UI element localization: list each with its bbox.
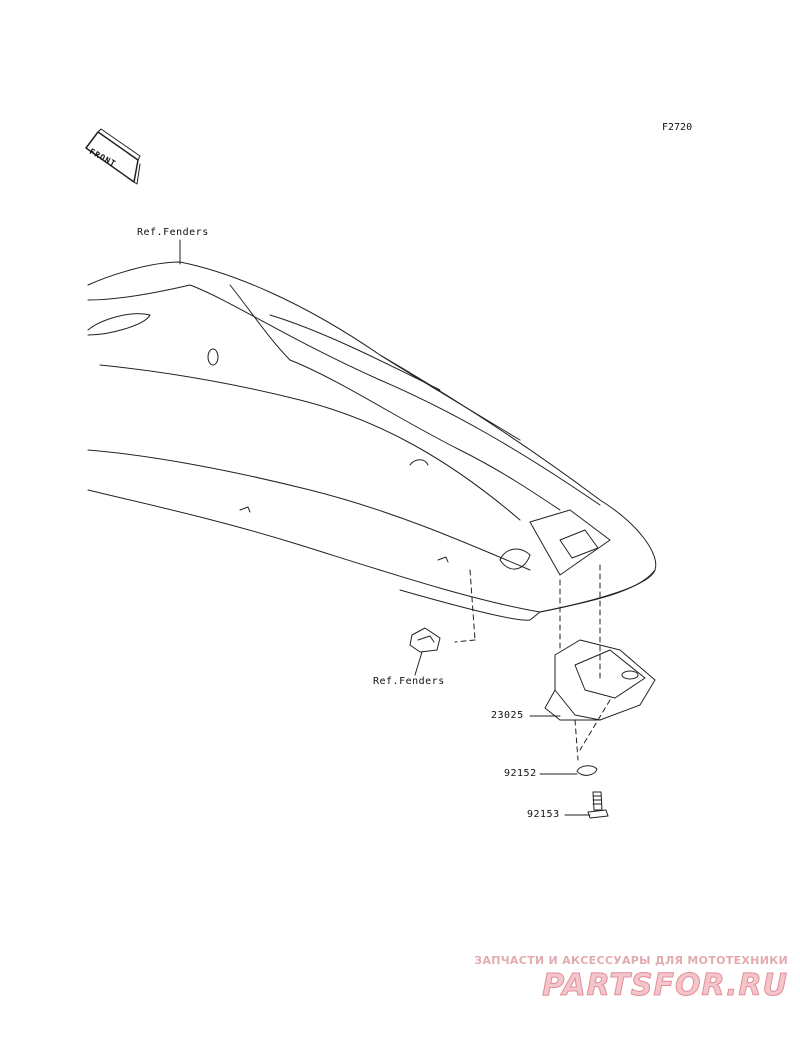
clip-nut [409, 627, 441, 653]
part-92153-label: 92153 [527, 809, 560, 820]
ref-fenders-bottom-label: Ref.Fenders [373, 676, 445, 687]
figure-code: F2720 [662, 122, 693, 133]
part-92152-label: 92152 [504, 768, 537, 779]
part-92152-shape [576, 765, 598, 776]
part-92153-shape [587, 791, 609, 819]
ref-fenders-top-label: Ref.Fenders [137, 227, 209, 238]
front-arrow-icon [85, 128, 141, 185]
part-23025-shape [544, 639, 656, 721]
leader-ref-bottom [414, 651, 423, 676]
rear-fender [87, 261, 657, 621]
watermark-tagline: ЗАПЧАСТИ И АКСЕССУАРЫ ДЛЯ МОТОТЕХНИКИ [474, 954, 788, 967]
watermark-logo: PARTSFOR.RU [542, 968, 788, 1004]
assembly-lines [454, 564, 611, 761]
part-23025-label: 23025 [491, 710, 524, 721]
